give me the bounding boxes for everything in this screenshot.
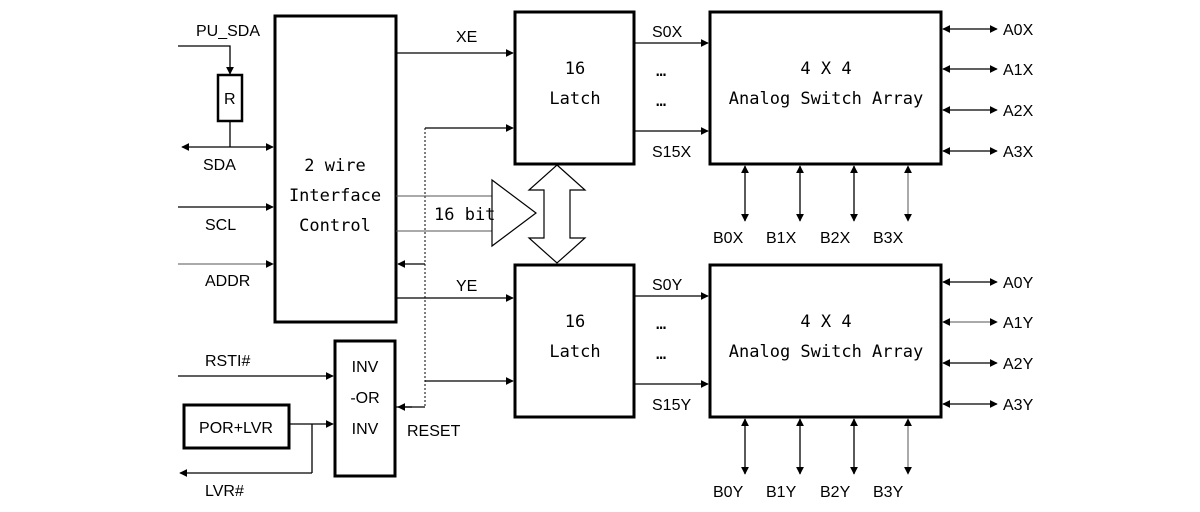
switch-x-line2: Analog Switch Array: [729, 89, 923, 109]
interface-line2: Interface: [289, 186, 381, 206]
reset-label: RESET: [407, 423, 461, 440]
b2y-label: B2Y: [820, 484, 851, 501]
a1x-label: A1X: [1003, 62, 1034, 79]
s0y-label: S0Y: [652, 277, 683, 294]
interface-control-block: [273, 14, 398, 324]
a1y-label: A1Y: [1003, 315, 1034, 332]
interface-line1: 2 wire: [304, 156, 365, 176]
inv-line2: -OR: [350, 390, 379, 407]
pu-sda-wire: [178, 45, 234, 75]
b0y-label: B0Y: [713, 484, 744, 501]
a0y-label: A0Y: [1003, 275, 1034, 292]
interface-line3: Control: [299, 216, 371, 236]
a2x-label: A2X: [1003, 103, 1034, 120]
lvr-label: LVR#: [205, 483, 244, 500]
switch-array-x-block: [708, 10, 943, 166]
rsti-label: RSTI#: [205, 353, 250, 370]
latch-y-line1: 16: [565, 312, 585, 332]
latch-y-line2: Latch: [549, 342, 600, 362]
s15x-label: S15X: [652, 144, 691, 161]
inv-line1: INV: [352, 359, 379, 376]
bus-arrow: [491, 178, 537, 248]
b0x-label: B0X: [713, 230, 744, 247]
a0x-label: A0X: [1003, 22, 1034, 39]
por-lvr-block: [182, 403, 291, 450]
xe-label: XE: [456, 29, 477, 46]
s0x-label: S0X: [652, 24, 683, 41]
pull-up-network: PU_SDA R SDA: [178, 23, 274, 174]
inv-or-inv-block: [333, 339, 397, 478]
y-ellipsis-2: …: [656, 344, 666, 364]
a2y-label: A2Y: [1003, 356, 1034, 373]
por-lvr-label: POR+LVR: [199, 420, 273, 437]
a3y-label: A3Y: [1003, 397, 1034, 414]
y-ellipsis-1: …: [656, 314, 666, 334]
addr-label: ADDR: [205, 273, 250, 290]
b1y-label: B1Y: [766, 484, 797, 501]
bus-label: 16 bit: [434, 205, 495, 225]
inv-line3: INV: [352, 421, 379, 438]
sda-label: SDA: [203, 157, 236, 174]
switch-y-line2: Analog Switch Array: [729, 342, 923, 362]
reset-distribution: [397, 124, 514, 407]
x-ellipsis-1: …: [656, 61, 666, 81]
latch-link-arrow: [527, 164, 587, 264]
bus-16-bit: 16 bit: [396, 178, 537, 248]
resistor-label: R: [224, 91, 236, 108]
latch-x-line1: 16: [565, 59, 585, 79]
b3x-label: B3X: [873, 230, 904, 247]
switch-x-line1: 4 X 4: [800, 59, 851, 79]
pu-sda-label: PU_SDA: [196, 23, 260, 40]
ye-label: YE: [456, 278, 477, 295]
b1x-label: B1X: [766, 230, 797, 247]
b2x-label: B2X: [820, 230, 851, 247]
latch-y-block: [513, 263, 636, 419]
x-ellipsis-2: …: [656, 91, 666, 111]
latch-x-line2: Latch: [549, 89, 600, 109]
switch-array-y-block: [708, 263, 943, 419]
switch-y-line1: 4 X 4: [800, 312, 851, 332]
s15y-label: S15Y: [652, 397, 691, 414]
scl-label: SCL: [205, 217, 236, 234]
a3x-label: A3X: [1003, 144, 1034, 161]
latch-x-block: [513, 10, 636, 166]
b3y-label: B3Y: [873, 484, 904, 501]
